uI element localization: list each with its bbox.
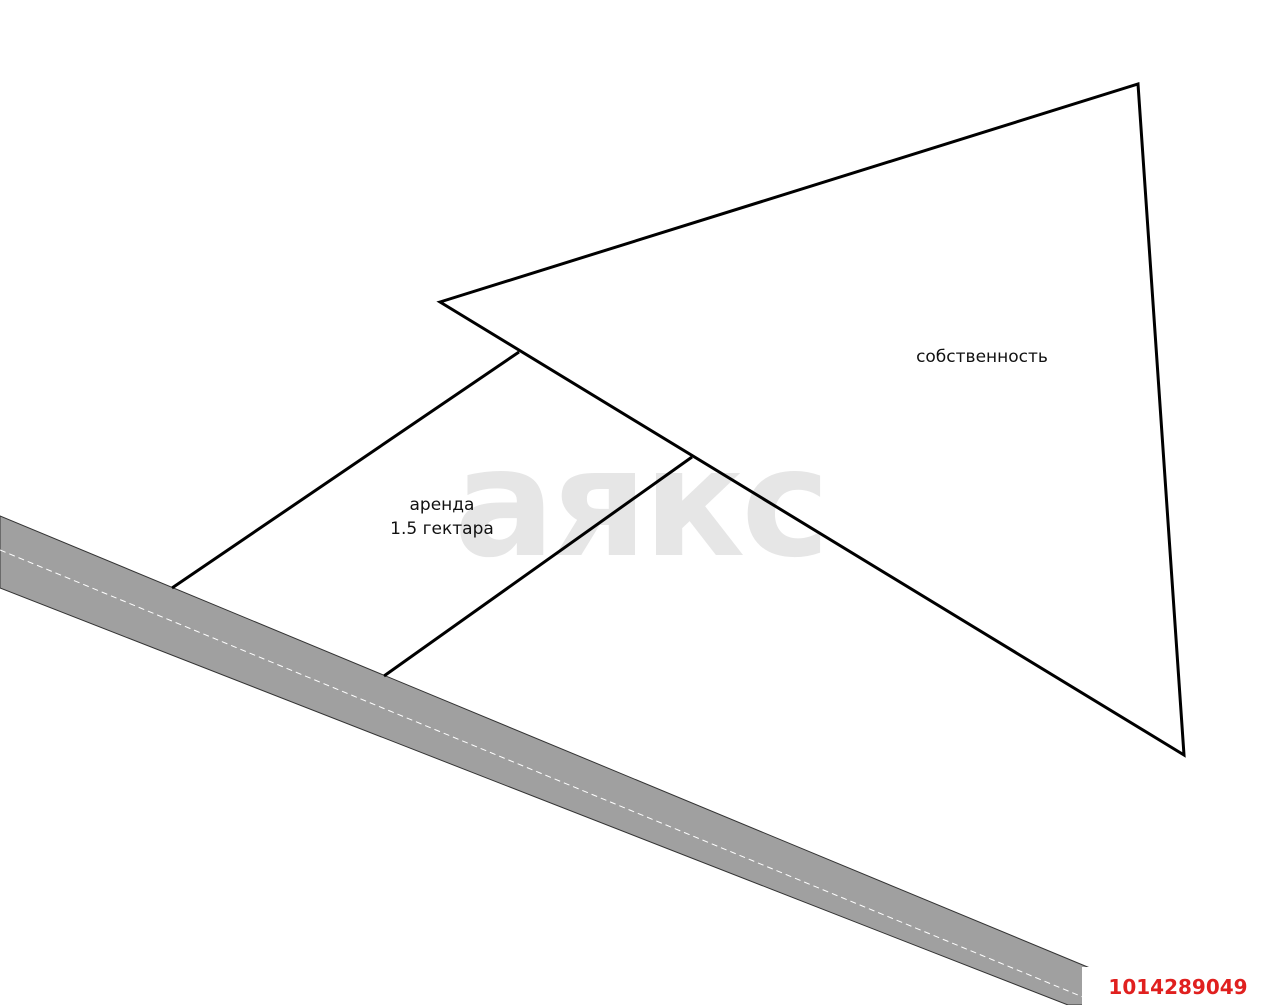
road-surface: [0, 515, 1091, 1005]
lease-plot-boundary-left: [171, 350, 520, 590]
listing-id: 1014289049: [1108, 975, 1247, 999]
watermark-logo: аякс: [454, 417, 826, 591]
ownership-label: собственность: [916, 347, 1048, 367]
lease-plot-boundary-right: [383, 455, 693, 678]
road-center-line: [0, 549, 1091, 1001]
lease-label-line2: 1.5 гектара: [390, 519, 494, 539]
ownership-plot-boundary: [436, 82, 1186, 758]
lease-label-line1: аренда: [410, 495, 475, 515]
road: [0, 515, 1091, 1005]
listing-id-badge: [1082, 967, 1280, 1005]
